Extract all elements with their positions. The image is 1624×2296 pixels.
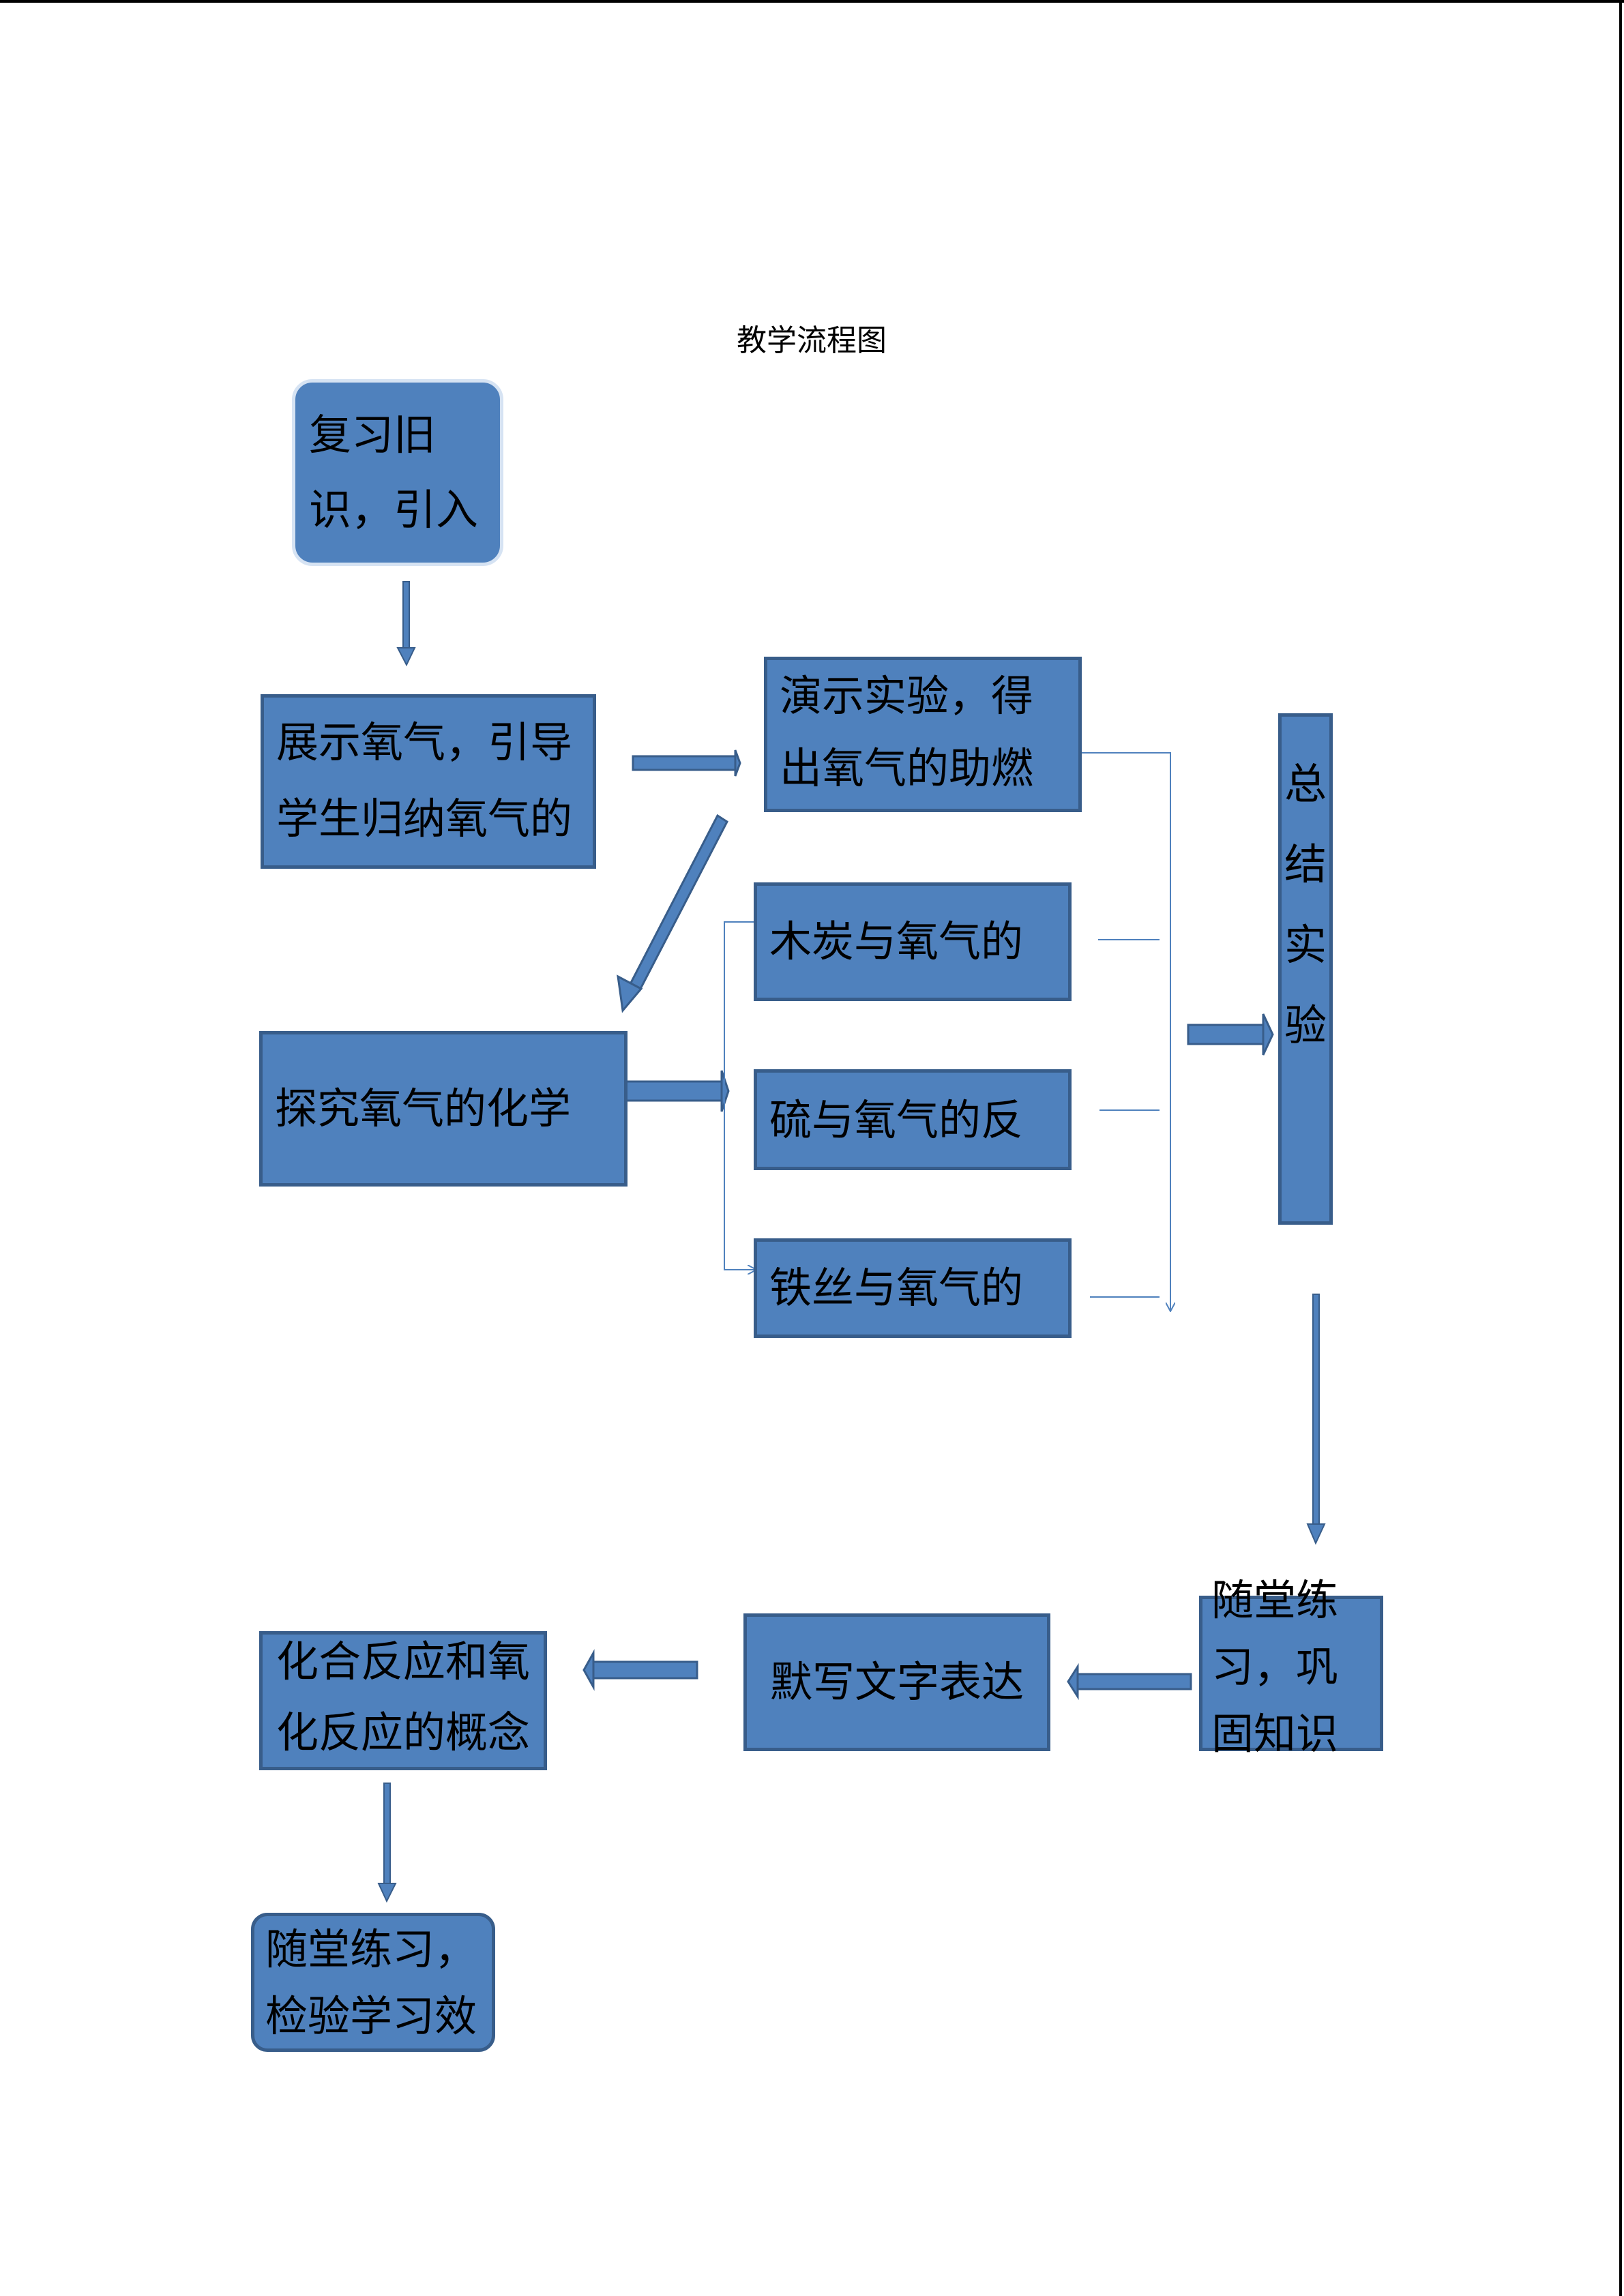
diagram-title: 教学流程图 [737,323,887,358]
node-concepts: 化合反应和氧化反应的概念 [259,1631,547,1770]
node-final-practice: 随堂练习，检验学习效果 [251,1913,495,2052]
node-explore-label: 探究氧气的化学性质 [275,1084,572,1133]
node-charcoal-label: 木炭与氧气的反应 [769,916,1024,966]
node-sulfur-label: 硫与氧气的反应 [769,1095,1024,1145]
node-review: 复习旧识，引入新课 [292,379,503,566]
bracket-reactions-left [724,921,756,1270]
node-dictation: 默写文字表达式 [743,1613,1050,1751]
arrow-review-to-show [396,581,416,667]
page-right-border [1619,0,1622,2296]
node-explore: 探究氧气的化学性质 [259,1031,628,1187]
node-sulfur: 硫与氧气的反应 [754,1069,1072,1170]
arrow-dictation-to-concepts [582,1649,698,1691]
node-demo-label: 演示实验，得出氧气的助燃性 [780,671,1034,793]
node-concepts-label: 化合反应和氧化反应的概念 [276,1637,531,1757]
arrow-explore-to-reactions [625,1070,730,1112]
node-dictation-label: 默写文字表达式 [769,1657,1024,1707]
node-practice-label: 随堂练习，巩固知识 [1211,1575,1339,1759]
node-iron-label: 铁丝与氧气的反应 [769,1263,1024,1313]
node-review-label: 复习旧识，引入新课 [309,410,479,563]
node-iron: 铁丝与氧气的反应 [754,1238,1072,1338]
arrow-demo-to-explore [617,814,728,1013]
arrow-reactions-to-summary [1187,1013,1274,1056]
arrow-summary-to-practice [1306,1294,1326,1545]
node-show-oxygen: 展示氧气，引导学生归纳氧气的物理性质 [261,694,596,869]
node-charcoal: 木炭与氧气的反应 [754,882,1072,1001]
node-summary-label: 总结实验 [1284,759,1327,1050]
node-show-oxygen-label: 展示氧气，引导学生归纳氧气的物理性质 [276,717,573,844]
arrow-show-to-demo [632,749,741,777]
arrow-practice-to-dictation [1067,1663,1192,1701]
node-summary: 总结实验 [1278,713,1333,1225]
bracket-reactions-right [1080,752,1170,1311]
node-demo: 演示实验，得出氧气的助燃性 [764,657,1082,812]
arrow-concepts-to-final [377,1783,397,1903]
page-top-border [0,0,1624,3]
node-final-practice-label: 随堂练习，检验学习效果 [265,1924,477,2041]
node-practice [1199,1596,1383,1751]
